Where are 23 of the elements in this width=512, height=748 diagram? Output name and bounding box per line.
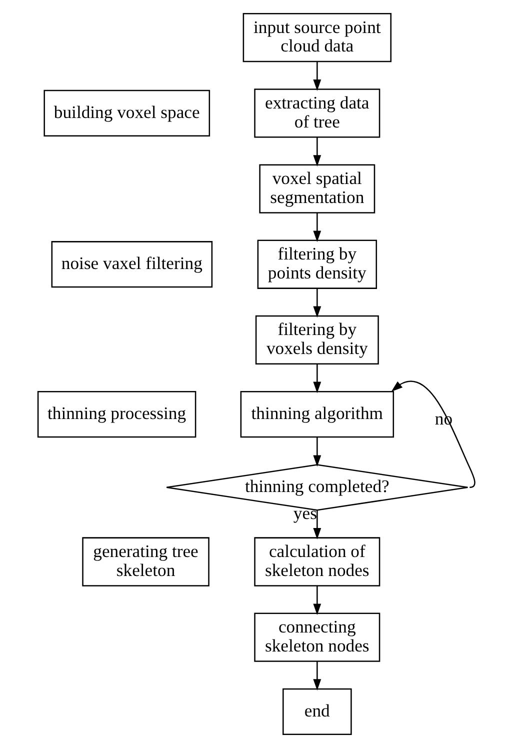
node-box: thinning algorithm xyxy=(240,391,394,438)
arrow xyxy=(312,437,321,467)
node-box: generating tree skeleton xyxy=(82,537,209,586)
node-box: connecting skeleton nodes xyxy=(254,612,380,662)
arrow xyxy=(312,137,321,166)
node-box: end xyxy=(282,688,352,736)
arrow xyxy=(312,586,321,616)
node-box: extracting data of tree xyxy=(254,88,380,138)
node-box: noise vaxel filtering xyxy=(50,241,212,288)
arrow xyxy=(312,364,321,394)
arrow xyxy=(312,661,321,691)
node-box: building voxel space xyxy=(43,90,210,136)
node-box: voxel spatial segmentation xyxy=(258,164,375,214)
node-box: thinning processing xyxy=(36,391,196,438)
arrow xyxy=(312,288,321,318)
node-diamond: thinning completed? xyxy=(165,464,468,511)
arrow xyxy=(312,62,321,91)
arrow xyxy=(312,212,321,242)
arrow xyxy=(312,510,321,540)
node-box: input source point cloud data xyxy=(242,12,391,62)
node-box: filtering by points density xyxy=(256,240,376,289)
node-box: filtering by voxels density xyxy=(254,315,378,365)
node-box: calculation of skeleton nodes xyxy=(254,537,380,586)
